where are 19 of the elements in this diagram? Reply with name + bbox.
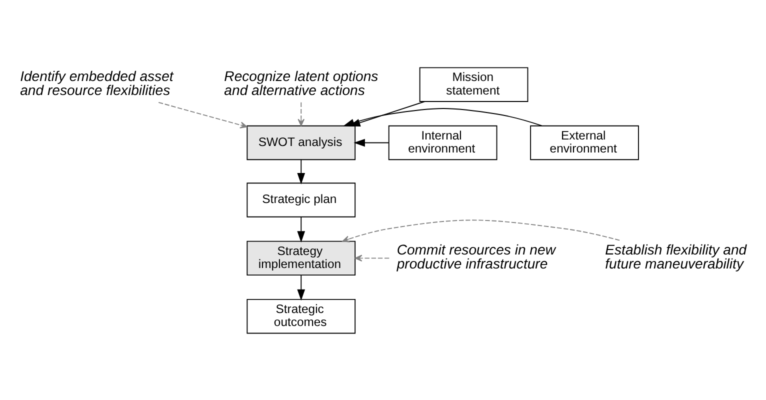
node-text: Identify embedded asset and resource flexibilities (20, 68, 174, 98)
node-text: Establish flexibility and future maneuverability (605, 241, 747, 272)
node-box: Internal environment (388, 125, 498, 160)
node-box: Strategic outcomes (246, 299, 356, 334)
node-text: Commit resources in new productive infrastructure (396, 241, 556, 272)
arrow (342, 220, 620, 242)
arrow (298, 102, 305, 126)
arrow (297, 274, 306, 301)
arrow (297, 159, 306, 184)
node-box: Strategic plan (246, 182, 356, 218)
node-box: External environment (530, 125, 639, 160)
arrow (354, 138, 390, 147)
node-box: Strategy implementation (246, 240, 356, 276)
arrow (354, 254, 390, 262)
arrow (158, 102, 248, 128)
node-text: Recognize latent options and alternative actions (224, 68, 378, 98)
node-box: Mission statement (419, 67, 528, 102)
node-box: SWOT analysis (246, 125, 356, 160)
arrow (297, 216, 306, 242)
